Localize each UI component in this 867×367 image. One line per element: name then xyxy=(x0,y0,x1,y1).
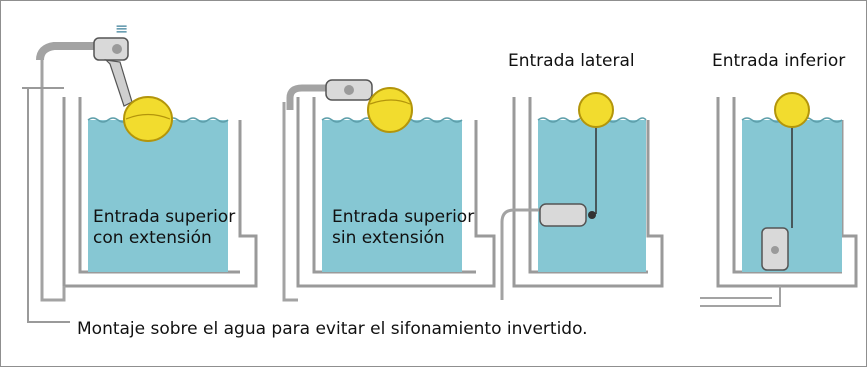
diagram-top-entry-extension xyxy=(22,37,258,323)
diagram-top-entry-no-extension xyxy=(282,79,496,302)
tank-2-pipe-down xyxy=(282,102,298,302)
diagram-4-label: Entrada inferior xyxy=(712,51,846,71)
tank-1-wall xyxy=(62,97,258,288)
float-valve-icon xyxy=(325,79,373,101)
tank-1-pipe-down xyxy=(40,58,66,302)
diagram-side-entry xyxy=(500,92,664,300)
tank-2-water xyxy=(322,120,462,272)
tank-2-pipe xyxy=(286,84,332,110)
tank-3-wall xyxy=(512,97,664,288)
tank-3-water xyxy=(538,120,646,272)
tank-2-wall xyxy=(296,97,496,288)
diagram-1-label-line2: con extensión xyxy=(93,228,212,248)
diagram-1-label-line1: Entrada superior xyxy=(93,207,236,227)
float-valve-icon xyxy=(761,227,789,271)
diagram-1-label: Entrada superior con extensión xyxy=(93,207,235,249)
footer-caption: Montaje sobre el agua para evitar el sif… xyxy=(77,319,588,339)
float-valve-icon xyxy=(539,203,596,227)
menu-icon[interactable]: ≡ xyxy=(115,19,129,38)
ball-float-icon xyxy=(578,92,614,128)
diagram-3-label: Entrada lateral xyxy=(508,51,635,71)
ball-float-icon xyxy=(123,96,173,142)
diagram-bottom-entry xyxy=(700,92,858,307)
tank-1-pipe xyxy=(36,42,96,61)
tank-3-pipe xyxy=(500,208,540,300)
tank-4-pipe xyxy=(700,286,781,307)
tank-1-bracket xyxy=(22,87,70,323)
diagram-2-label: Entrada superior sin extensión xyxy=(332,207,474,249)
float-valve-icon xyxy=(93,37,133,107)
diagram-2-label-line1: Entrada superior xyxy=(332,207,475,227)
diagram-2-label-line2: sin extensión xyxy=(332,228,445,248)
ball-float-icon xyxy=(367,87,413,133)
ball-float-icon xyxy=(774,92,810,128)
tank-1-water xyxy=(88,120,228,272)
